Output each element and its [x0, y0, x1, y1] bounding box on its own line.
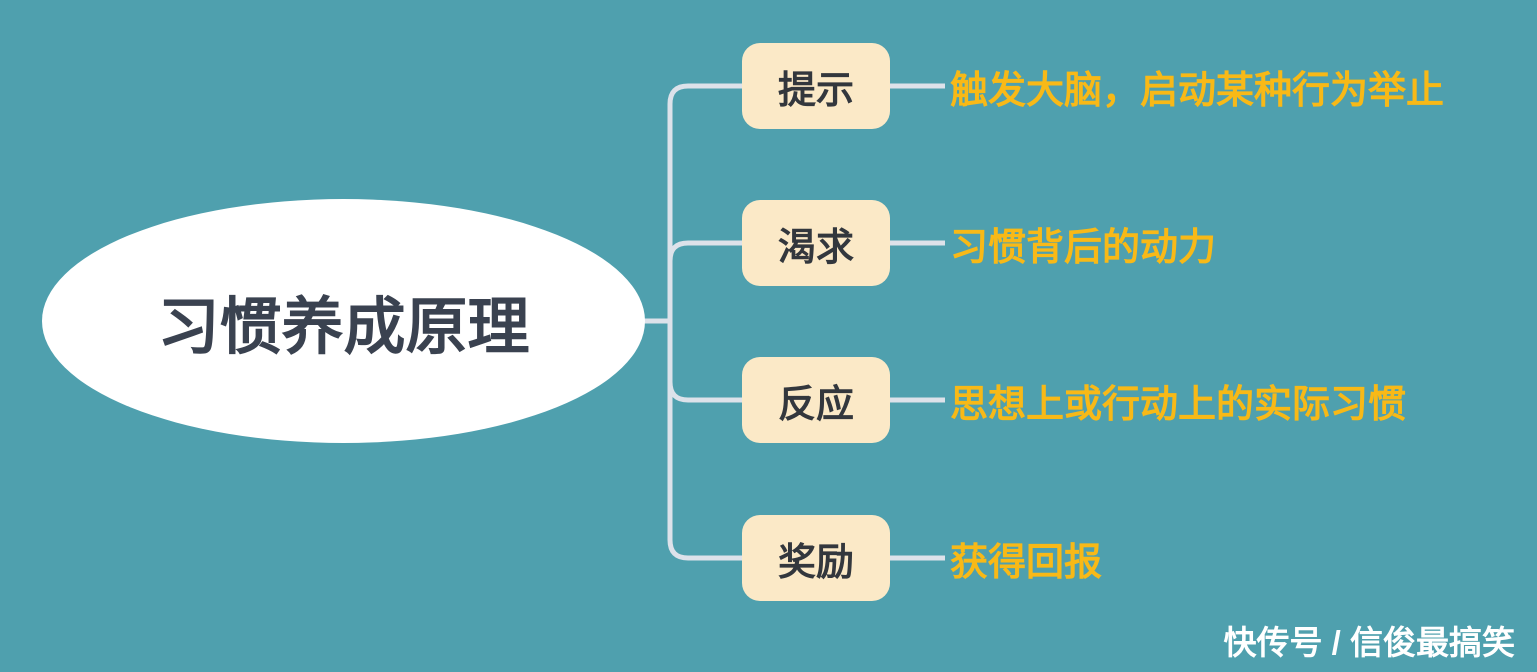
topic-description-reward: 获得回报	[950, 515, 1102, 601]
watermark: 快传号 / 信俊最搞笑	[1223, 624, 1515, 661]
topic-box-cue[interactable]: 提示	[742, 43, 890, 129]
topic-label-response: 反应	[777, 383, 854, 426]
root-topic-node[interactable]: 习惯养成原理	[42, 199, 645, 443]
topic-description-response: 思想上或行动上的实际习惯	[950, 357, 1406, 443]
topic-box-reward[interactable]: 奖励	[742, 515, 890, 601]
topic-label-reward: 奖励	[777, 541, 854, 584]
topic-description-cue: 触发大脑，启动某种行为举止	[950, 43, 1444, 129]
topic-label-cue: 提示	[777, 69, 854, 112]
root-topic-label: 习惯养成原理	[157, 293, 530, 362]
topic-label-craving: 渴求	[777, 226, 854, 269]
topic-description-response-text: 思想上或行动上的实际习惯	[950, 383, 1407, 426]
topic-box-craving[interactable]: 渴求	[742, 200, 890, 286]
topic-description-craving: 习惯背后的动力	[950, 200, 1216, 286]
topic-description-cue-text: 触发大脑，启动某种行为举止	[950, 69, 1445, 112]
topic-box-response[interactable]: 反应	[742, 357, 890, 443]
topic-description-craving-text: 习惯背后的动力	[950, 226, 1217, 269]
topic-description-reward-text: 获得回报	[950, 541, 1103, 584]
